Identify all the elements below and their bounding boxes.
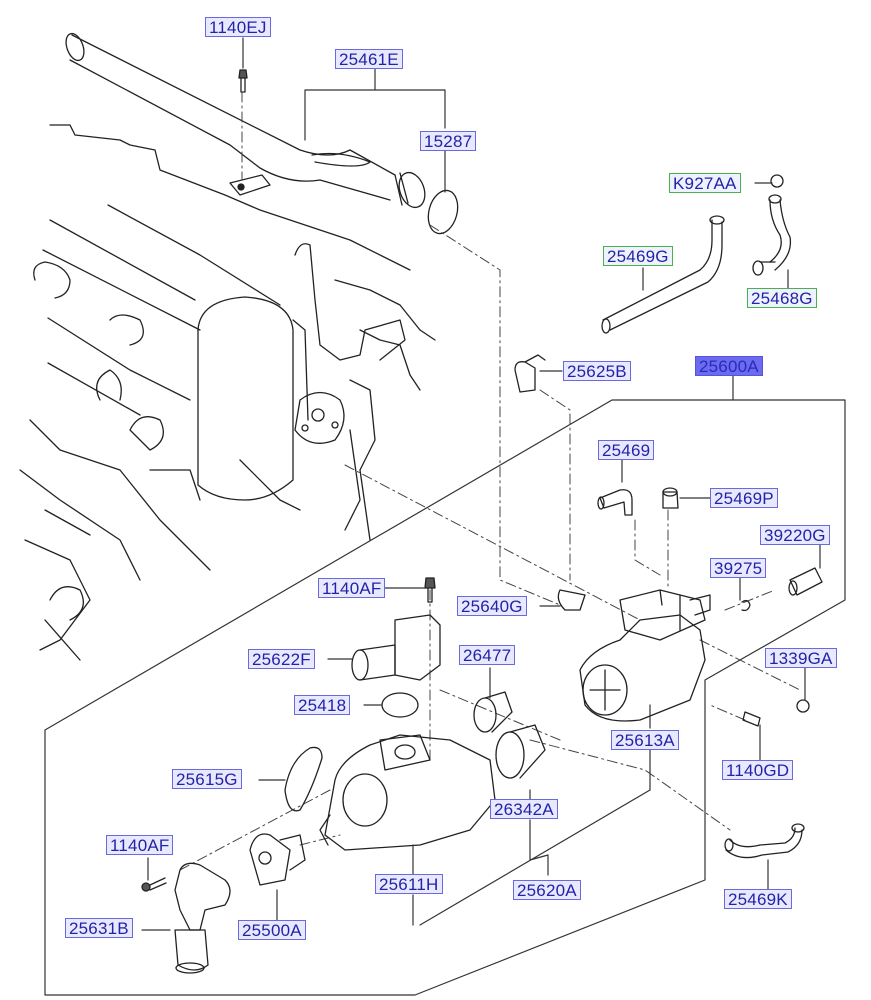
part-label-25469G[interactable]: 25469G <box>603 246 673 266</box>
elbow-25622f-drawing <box>351 614 441 681</box>
part-label-25469[interactable]: 25469 <box>598 440 655 460</box>
part-label-25468G[interactable]: 25468G <box>747 288 817 308</box>
housing-25613a-drawing <box>557 589 711 722</box>
sensor-39220g-drawing <box>741 567 823 612</box>
bolt-1140af-upper-drawing <box>424 577 436 603</box>
leader-lines <box>141 37 821 931</box>
part-label-25631B[interactable]: 25631B <box>65 918 133 938</box>
hose-drawing <box>601 174 792 334</box>
part-label-39275[interactable]: 39275 <box>710 558 767 578</box>
part-label-25469K[interactable]: 25469K <box>724 889 792 909</box>
assembly-outline <box>44 371 846 996</box>
part-label-25611H[interactable]: 25611H <box>375 874 443 894</box>
part-label-39220G[interactable]: 39220G <box>760 525 830 545</box>
part-label-26342A[interactable]: 26342A <box>490 799 558 819</box>
thermostat-25500a-drawing <box>249 833 306 886</box>
dashed-guides <box>179 91 801 871</box>
oil-filter-drawing <box>197 296 309 501</box>
o-ring-15287-drawing <box>427 189 459 235</box>
engine-block-drawing <box>19 124 411 661</box>
part-label-25625B[interactable]: 25625B <box>563 361 631 381</box>
part-label-25600A[interactable]: 25600A <box>695 356 763 376</box>
housing-25611h-drawing <box>319 734 496 851</box>
part-label-25469P[interactable]: 25469P <box>710 488 778 508</box>
part-label-K927AA[interactable]: K927AA <box>669 173 741 193</box>
cover-25631b-drawing <box>174 862 231 974</box>
manifold-drawing <box>294 243 436 541</box>
part-label-1140AF-upper[interactable]: 1140AF <box>318 578 386 598</box>
fitting-25625b-drawing <box>514 354 546 393</box>
part-label-26477[interactable]: 26477 <box>459 645 516 665</box>
part-label-25613A[interactable]: 25613A <box>611 730 679 750</box>
o-ring-25418-drawing <box>381 692 419 718</box>
part-label-1339GA[interactable]: 1339GA <box>765 648 837 668</box>
part-label-1140AF-lower[interactable]: 1140AF <box>106 835 174 855</box>
nut-bolt-right-drawing <box>742 699 810 727</box>
part-label-25500A[interactable]: 25500A <box>238 920 306 940</box>
part-label-25615G[interactable]: 25615G <box>172 769 242 789</box>
seals-drawing <box>473 691 546 779</box>
part-label-15287[interactable]: 15287 <box>420 131 477 151</box>
part-label-25622F[interactable]: 25622F <box>248 649 315 669</box>
coolant-pipe-drawing <box>65 32 426 209</box>
part-label-25620A[interactable]: 25620A <box>513 880 581 900</box>
hose-25469k-drawing <box>724 823 805 859</box>
bolt-1140af-lower-drawing <box>141 877 167 892</box>
small-hoses-drawing <box>597 487 679 516</box>
part-label-1140GD[interactable]: 1140GD <box>722 760 794 780</box>
part-label-25461E[interactable]: 25461E <box>335 49 403 69</box>
gasket-25615g-drawing <box>284 746 323 812</box>
bolt-1140ej-drawing <box>238 69 248 93</box>
part-label-25418[interactable]: 25418 <box>294 695 351 715</box>
part-label-25640G[interactable]: 25640G <box>457 596 527 616</box>
part-label-1140EJ[interactable]: 1140EJ <box>205 17 271 37</box>
